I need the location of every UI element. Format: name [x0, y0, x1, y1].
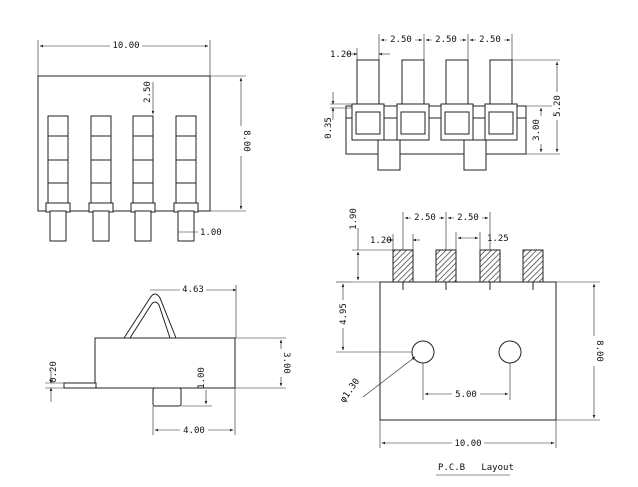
pcb-dim-board-w-label: 10.00: [454, 439, 481, 449]
pcb-dim-hole-d-label: φ1.30: [338, 377, 362, 405]
pcb-dim-board-h-label: 8.00: [594, 340, 604, 362]
front-post-right: [463, 139, 487, 171]
top-view-body: [37, 75, 211, 212]
front-housing-3: [440, 103, 474, 141]
dim-pitch-1-label: 2.50: [390, 35, 412, 45]
pcb-dim-pad-gap-label: 1.25: [487, 234, 509, 244]
side-spring-arm: [123, 293, 177, 339]
pcb-dim-pitch-2-label: 2.50: [457, 213, 479, 223]
dim-side-body-h-label: 3.00: [281, 352, 291, 374]
dim-pin-width-label: 1.00: [200, 228, 222, 238]
dim-spring-w-label: 4.63: [182, 285, 204, 295]
pcb-pad-3: [479, 249, 501, 283]
dim-pad-h-label: 1.00: [197, 367, 207, 389]
dim-pin-w-label: 1.20: [330, 50, 352, 60]
front-housing-4: [484, 103, 518, 141]
dim-body-h-label: 3.00: [532, 119, 542, 141]
pcb-dim-pitch-1-label: 2.50: [414, 213, 436, 223]
top-view: 10.00 8.00: [37, 40, 251, 242]
front-pin-3: [445, 59, 469, 107]
pcb-board-outline: [379, 281, 557, 421]
pcb-pad-4: [522, 249, 544, 283]
pcb-pad-2: [435, 249, 457, 283]
pcb-layout-view: 2.50 2.50 1.90 1.20 1.25 4.95 φ1.30 5.00: [336, 208, 604, 476]
front-view: 2.50 2.50 2.50 1.20 0.35 3.00 5.20: [324, 34, 563, 171]
pcb-hole-right: [498, 340, 522, 364]
front-pin-4: [489, 59, 513, 107]
dim-pin-offset-label: 2.50: [143, 81, 153, 103]
side-body: [94, 337, 236, 389]
dim-width-label: 10.00: [112, 41, 139, 51]
front-pin-1: [356, 59, 380, 107]
dim-gap-label: 0.35: [324, 117, 334, 139]
pcb-dim-hole-y-label: 4.95: [339, 303, 349, 325]
side-view: 4.63 0.20 1.00 3.00 4.00: [45, 284, 291, 436]
dim-pitch-3-label: 2.50: [479, 35, 501, 45]
side-post: [152, 387, 182, 407]
pcb-dim-hole-spacing-label: 5.00: [455, 390, 477, 400]
front-housing-2: [396, 103, 430, 141]
pcb-dim-pad-w-label: 1.20: [370, 236, 392, 246]
dim-total-h-label: 5.20: [553, 95, 563, 117]
label-bg: [236, 126, 247, 156]
front-housing-1: [351, 103, 385, 141]
dim-pitch-2-label: 2.50: [435, 35, 457, 45]
front-post-left: [377, 139, 401, 171]
pcb-dim-pad-h-label: 1.90: [349, 208, 359, 230]
top-contact-2: [88, 115, 114, 242]
dim-lead-t-label: 0.20: [49, 361, 59, 383]
top-contact-1: [45, 115, 71, 242]
label-bg: [110, 40, 142, 50]
dim-height-label: 8.00: [241, 130, 251, 152]
dim-side-body-w-label: 4.00: [183, 426, 205, 436]
pcb-hole-left: [411, 340, 435, 364]
front-body: [345, 105, 527, 155]
pcb-pad-1: [392, 249, 414, 283]
side-lead: [63, 382, 97, 389]
front-pin-2: [401, 59, 425, 107]
top-contact-4: [173, 115, 199, 242]
top-contact-3: [130, 115, 156, 242]
pcb-caption: P.C.B Layout: [438, 463, 514, 473]
